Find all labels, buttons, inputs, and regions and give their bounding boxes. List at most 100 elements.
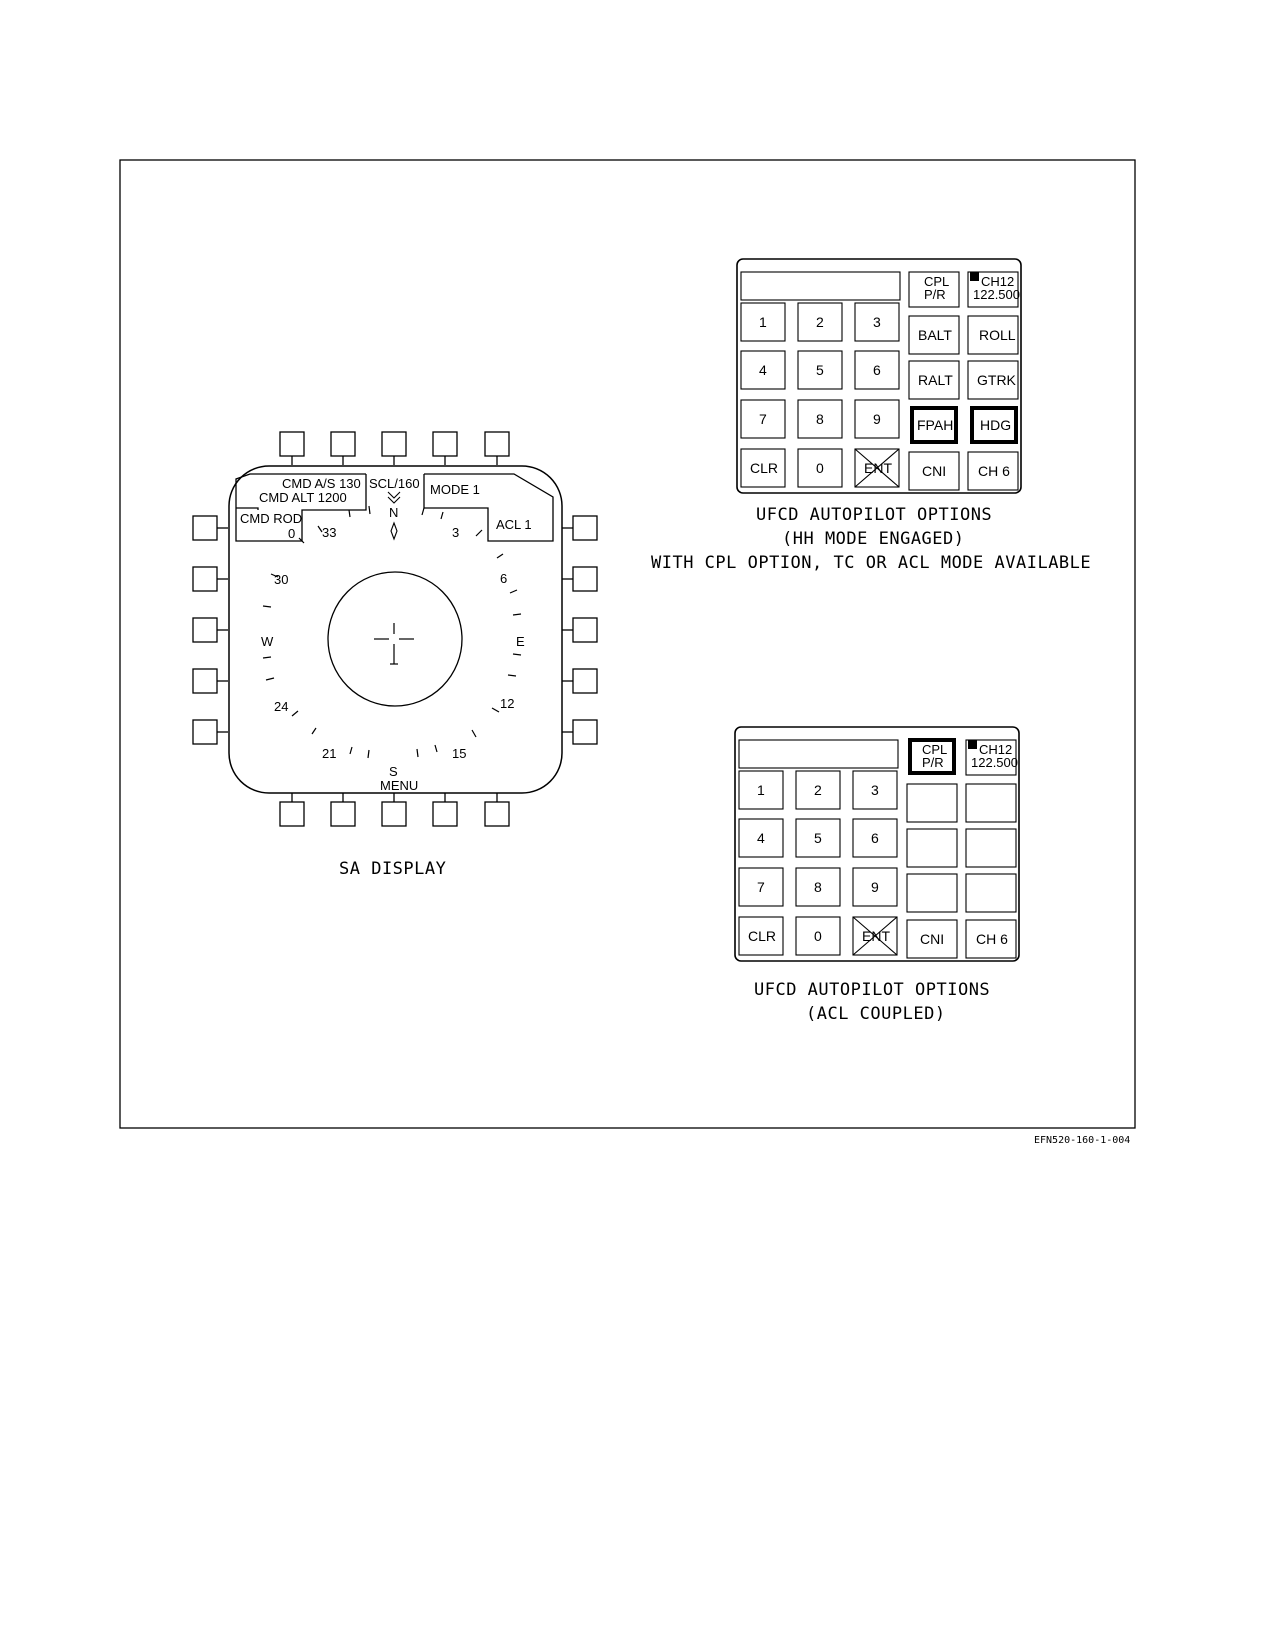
ufcd-top-key-0[interactable] [797,448,843,488]
ufcd-top-hdg-label: HDG [980,417,1011,433]
osb-bottom-3[interactable] [381,801,407,827]
ufcd-top-key-2[interactable] [797,302,843,342]
ufcd-top-balt-button[interactable] [908,315,960,355]
compass-33: 33 [322,525,336,540]
ufcd-bottom-option-2[interactable] [965,783,1017,823]
ufcd-top-key-7[interactable] [740,399,786,439]
osb-right-3[interactable] [572,617,598,643]
compass-6: 6 [500,571,507,586]
ufcd-top-key-ent[interactable] [854,448,900,488]
ufcd-bottom-caption-2: (ACL COUPLED) [806,1004,946,1024]
ufcd-bottom-option-5[interactable] [906,873,958,913]
osb-right-1[interactable] [572,515,598,541]
ufcd-bottom-option-6[interactable] [965,873,1017,913]
ufcd-top-key-1[interactable] [740,302,786,342]
ufcd-bottom-key-0[interactable] [795,916,841,956]
range-circle [327,571,463,707]
sa-right-buttons [562,515,598,745]
ufcd-bottom-option-4[interactable] [965,828,1017,868]
mode-text[interactable]: MODE 1 [430,482,480,497]
ufcd-bottom-key-6[interactable] [852,818,898,858]
ufcd-bottom-ch6-button[interactable] [965,919,1017,959]
ufcd-top-caption-3: WITH CPL OPTION, TC OR ACL MODE AVAILABL… [651,553,1091,573]
ufcd-top-key-clr-label: CLR [750,460,778,476]
ufcd-bottom-key-9[interactable] [852,867,898,907]
osb-left-4[interactable] [192,668,218,694]
ufcd-top-cpl-button[interactable] [908,271,960,308]
ufcd-bottom-key-2[interactable] [795,770,841,810]
ufcd-bottom-key-2-label: 2 [814,782,822,798]
ufcd-top-roll-button[interactable] [967,315,1019,355]
osb-top-4[interactable] [432,431,458,457]
cmd-alt-text: CMD ALT 1200 [259,490,347,505]
north-chevron-icon [387,491,401,504]
north-label: N [389,505,398,520]
ufcd-bottom-caption-1: UFCD AUTOPILOT OPTIONS [754,980,990,1000]
ufcd-top-cni-button[interactable] [908,451,960,491]
osb-top-2[interactable] [330,431,356,457]
osb-right-4[interactable] [572,668,598,694]
ufcd-top-channel-button[interactable] [967,271,1019,308]
compass-w: W [261,634,274,649]
ufcd-bottom-key-3-label: 3 [871,782,879,798]
osb-bottom-4[interactable] [432,801,458,827]
ufcd-bottom-key-4[interactable] [738,818,784,858]
ufcd-top-key-7-label: 7 [759,411,767,427]
osb-top-3[interactable] [381,431,407,457]
ufcd-bottom-key-3[interactable] [852,770,898,810]
ufcd-bottom-cpl-button[interactable] [908,738,956,775]
ufcd-top-hdg-button[interactable] [970,406,1018,444]
osb-bottom-2[interactable] [330,801,356,827]
ufcd-top-key-0-label: 0 [816,460,824,476]
ufcd-bottom-key-ent[interactable] [852,916,898,956]
ufcd-top-key-3[interactable] [854,302,900,342]
osb-right-2[interactable] [572,566,598,592]
ufcd-top-key-5-label: 5 [816,362,824,378]
compass-24: 24 [274,699,288,714]
ufcd-bottom-cpl-line1: CPL [922,742,947,757]
ufcd-top-gtrk-button[interactable] [967,360,1019,400]
ufcd-bottom-option-1[interactable] [906,783,958,823]
ufcd-bottom-option-3[interactable] [906,828,958,868]
osb-top-5[interactable] [484,431,510,457]
ufcd-top-key-ent-label: ENT [864,460,892,476]
ufcd-top-key-2-label: 2 [816,314,824,330]
ufcd-top-key-5[interactable] [797,350,843,390]
menu-label[interactable]: MENU [380,778,418,793]
osb-right-5[interactable] [572,719,598,745]
osb-left-3[interactable] [192,617,218,643]
ufcd-bottom-key-1[interactable] [738,770,784,810]
sa-display-caption: SA DISPLAY [339,859,446,879]
ufcd-top-key-9[interactable] [854,399,900,439]
compass-e: E [516,634,525,649]
ufcd-top-ch6-label: CH 6 [978,463,1010,479]
compass-12: 12 [500,696,514,711]
osb-top-1[interactable] [279,431,305,457]
ufcd-top-key-4[interactable] [740,350,786,390]
ufcd-top-key-1-label: 1 [759,314,767,330]
ufcd-top-ralt-button[interactable] [908,360,960,400]
osb-bottom-5[interactable] [484,801,510,827]
ufcd-bottom-channel-button[interactable] [965,739,1017,776]
osb-left-5[interactable] [192,719,218,745]
ufcd-top-fpah-button[interactable] [910,406,958,444]
ufcd-top-ch-line2: 122.500 [973,287,1020,302]
osb-left-2[interactable] [192,566,218,592]
ufcd-bottom-key-7[interactable] [738,867,784,907]
scale-text: SCL/160 [369,476,420,491]
ufcd-top-key-9-label: 9 [873,411,881,427]
ufcd-top-key-clr[interactable] [740,448,786,488]
ufcd-bottom-key-4-label: 4 [757,830,765,846]
osb-left-1[interactable] [192,515,218,541]
ufcd-top-ch6-button[interactable] [967,451,1019,491]
ufcd-bottom-frame [734,726,1020,962]
compass-30: 30 [274,572,288,587]
ufcd-bottom-key-clr[interactable] [738,916,784,956]
figure-id: EFN520-160-1-004 [1034,1135,1130,1146]
ufcd-top-key-6[interactable] [854,350,900,390]
ufcd-bottom-cni-button[interactable] [906,919,958,959]
ufcd-top-key-8[interactable] [797,399,843,439]
ufcd-bottom-key-8[interactable] [795,867,841,907]
osb-bottom-1[interactable] [279,801,305,827]
ufcd-bottom-key-5[interactable] [795,818,841,858]
